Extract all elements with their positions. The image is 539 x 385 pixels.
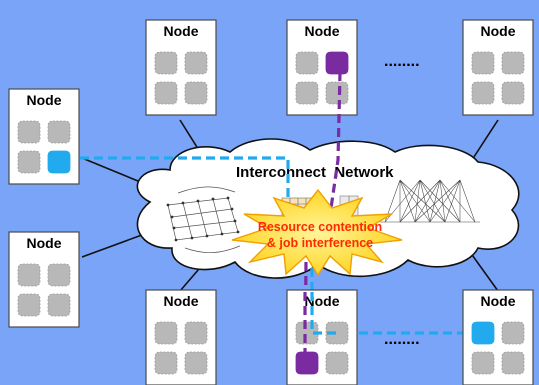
node-label: Node [164,23,199,39]
cpu-core [154,81,178,105]
node-label: Node [164,293,199,309]
cpu-core [184,321,208,345]
node-label: Node [481,23,516,39]
node-bottom-1: Node [145,289,217,385]
link-left-2 [81,231,151,258]
cpu-core [471,81,495,105]
node-label: Node [305,23,340,39]
cpu-core [154,51,178,75]
node-label: Node [481,293,516,309]
cpu-core [501,81,525,105]
node-top-3: Node [462,19,534,116]
contention-label-line2: & job interference [267,236,373,250]
cpu-core [17,263,41,287]
job-core-job-b [325,51,349,75]
job-b-overlay [303,71,342,356]
cpu-core [184,351,208,375]
cpu-core [17,150,41,174]
node-top-2: Node [286,19,358,116]
cpu-core [325,81,349,105]
node-label: Node [27,235,62,251]
cpu-core [325,351,349,375]
cpu-core [471,351,495,375]
links [81,119,499,292]
job-core-job-a [471,321,495,345]
cpu-core [17,293,41,317]
node-label: Node [305,293,340,309]
node-bottom-3: Node [462,289,534,385]
cpu-core [184,81,208,105]
cpu-core [47,293,71,317]
cpu-core [471,51,495,75]
job-a-overlay [310,292,336,335]
cpu-core [17,120,41,144]
contention-burst: Resource contention & job interference [231,188,403,277]
node-top-1: Node [145,19,217,116]
node-label: Node [27,92,62,108]
mesh-topology-nodes [166,196,240,242]
contention-label-line1: Resource contention [258,220,382,234]
link-bottom-3 [469,251,499,292]
node-left-1: Node [8,88,80,185]
cpu-core [501,321,525,345]
ellipsis-top: ........ [384,53,420,70]
mesh-topology-sketch [167,186,241,253]
cpu-core [295,81,319,105]
cpu-core [47,120,71,144]
node-bottom-2: Node [286,289,358,385]
fat-tree-topology-sketch [380,179,480,223]
cpu-core [154,351,178,375]
link-top-3 [469,119,499,164]
cpu-core [184,51,208,75]
cpu-core [154,321,178,345]
network-label: Interconnect Network [236,164,394,181]
node-left-2: Node [8,231,80,328]
burst-shape [231,188,403,277]
cpu-core [295,51,319,75]
job-core-job-a [47,150,71,174]
cpu-core [325,321,349,345]
cpu-core [501,351,525,375]
cpu-core [501,51,525,75]
ellipsis-bottom: ........ [384,331,420,348]
job-core-job-b [295,351,319,375]
cpu-core [47,263,71,287]
